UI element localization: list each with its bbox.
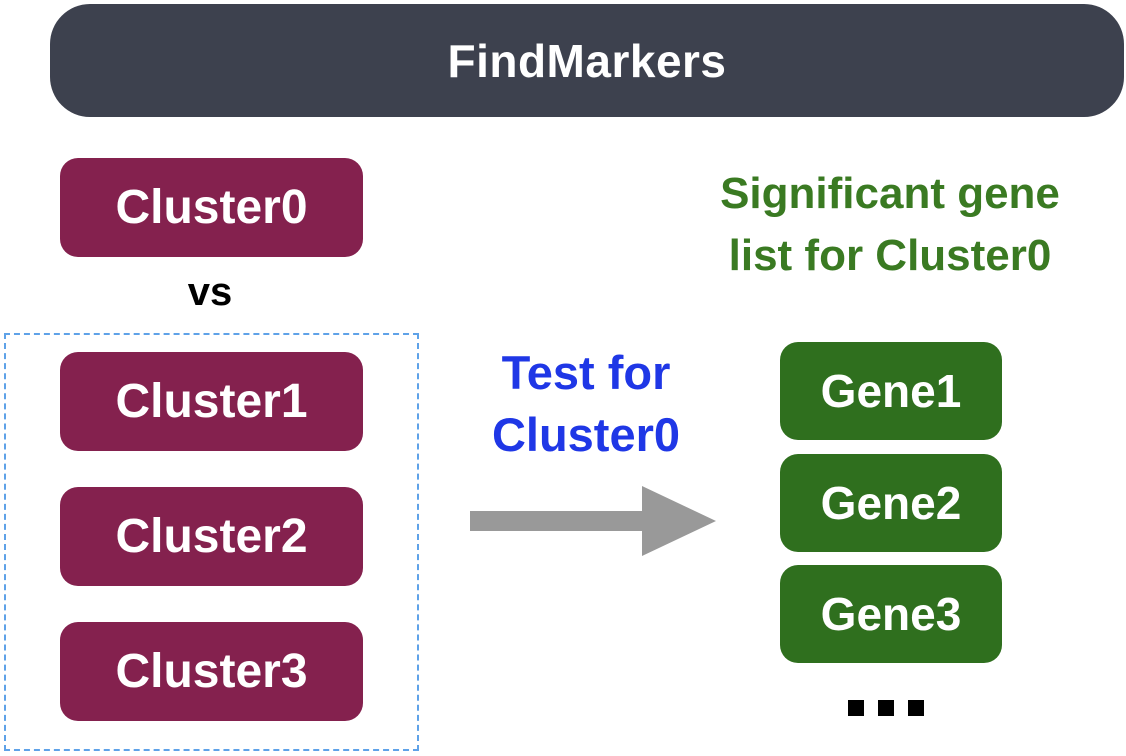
header-title: FindMarkers	[447, 34, 727, 87]
significant-gene-title-line2: list for Cluster0	[728, 231, 1052, 280]
test-label: Test for Cluster0	[470, 342, 702, 466]
gene-box-3: Gene3	[780, 565, 1002, 663]
cluster-label-2: Cluster2	[115, 510, 308, 563]
ellipsis-dot	[848, 700, 864, 716]
cluster-box-1: Cluster1	[60, 352, 363, 451]
gene-label-3: Gene3	[820, 588, 962, 640]
gene-box-1: Gene1	[780, 342, 1002, 440]
gene-label-1: Gene1	[820, 365, 962, 417]
more-genes-ellipsis	[848, 700, 924, 716]
cluster-label-1: Cluster1	[115, 375, 308, 428]
ellipsis-dot	[908, 700, 924, 716]
test-label-line1: Test for	[501, 346, 671, 399]
cluster-box-3: Cluster3	[60, 622, 363, 721]
cluster-reference-box: Cluster0	[60, 158, 363, 257]
vs-label: vs	[187, 270, 233, 314]
findmarkers-header: FindMarkers	[50, 4, 1124, 117]
right-arrow-icon	[470, 486, 716, 556]
significant-gene-title-line1: Significant gene	[720, 169, 1060, 218]
cluster-box-2: Cluster2	[60, 487, 363, 586]
gene-box-2: Gene2	[780, 454, 1002, 552]
cluster-reference-label: Cluster0	[115, 181, 308, 234]
significant-gene-title: Significant gene list for Cluster0	[690, 163, 1090, 287]
gene-label-2: Gene2	[820, 477, 962, 529]
test-label-line2: Cluster0	[491, 408, 681, 461]
cluster-label-3: Cluster3	[115, 645, 308, 698]
ellipsis-dot	[878, 700, 894, 716]
comparison-group-box	[4, 333, 419, 751]
